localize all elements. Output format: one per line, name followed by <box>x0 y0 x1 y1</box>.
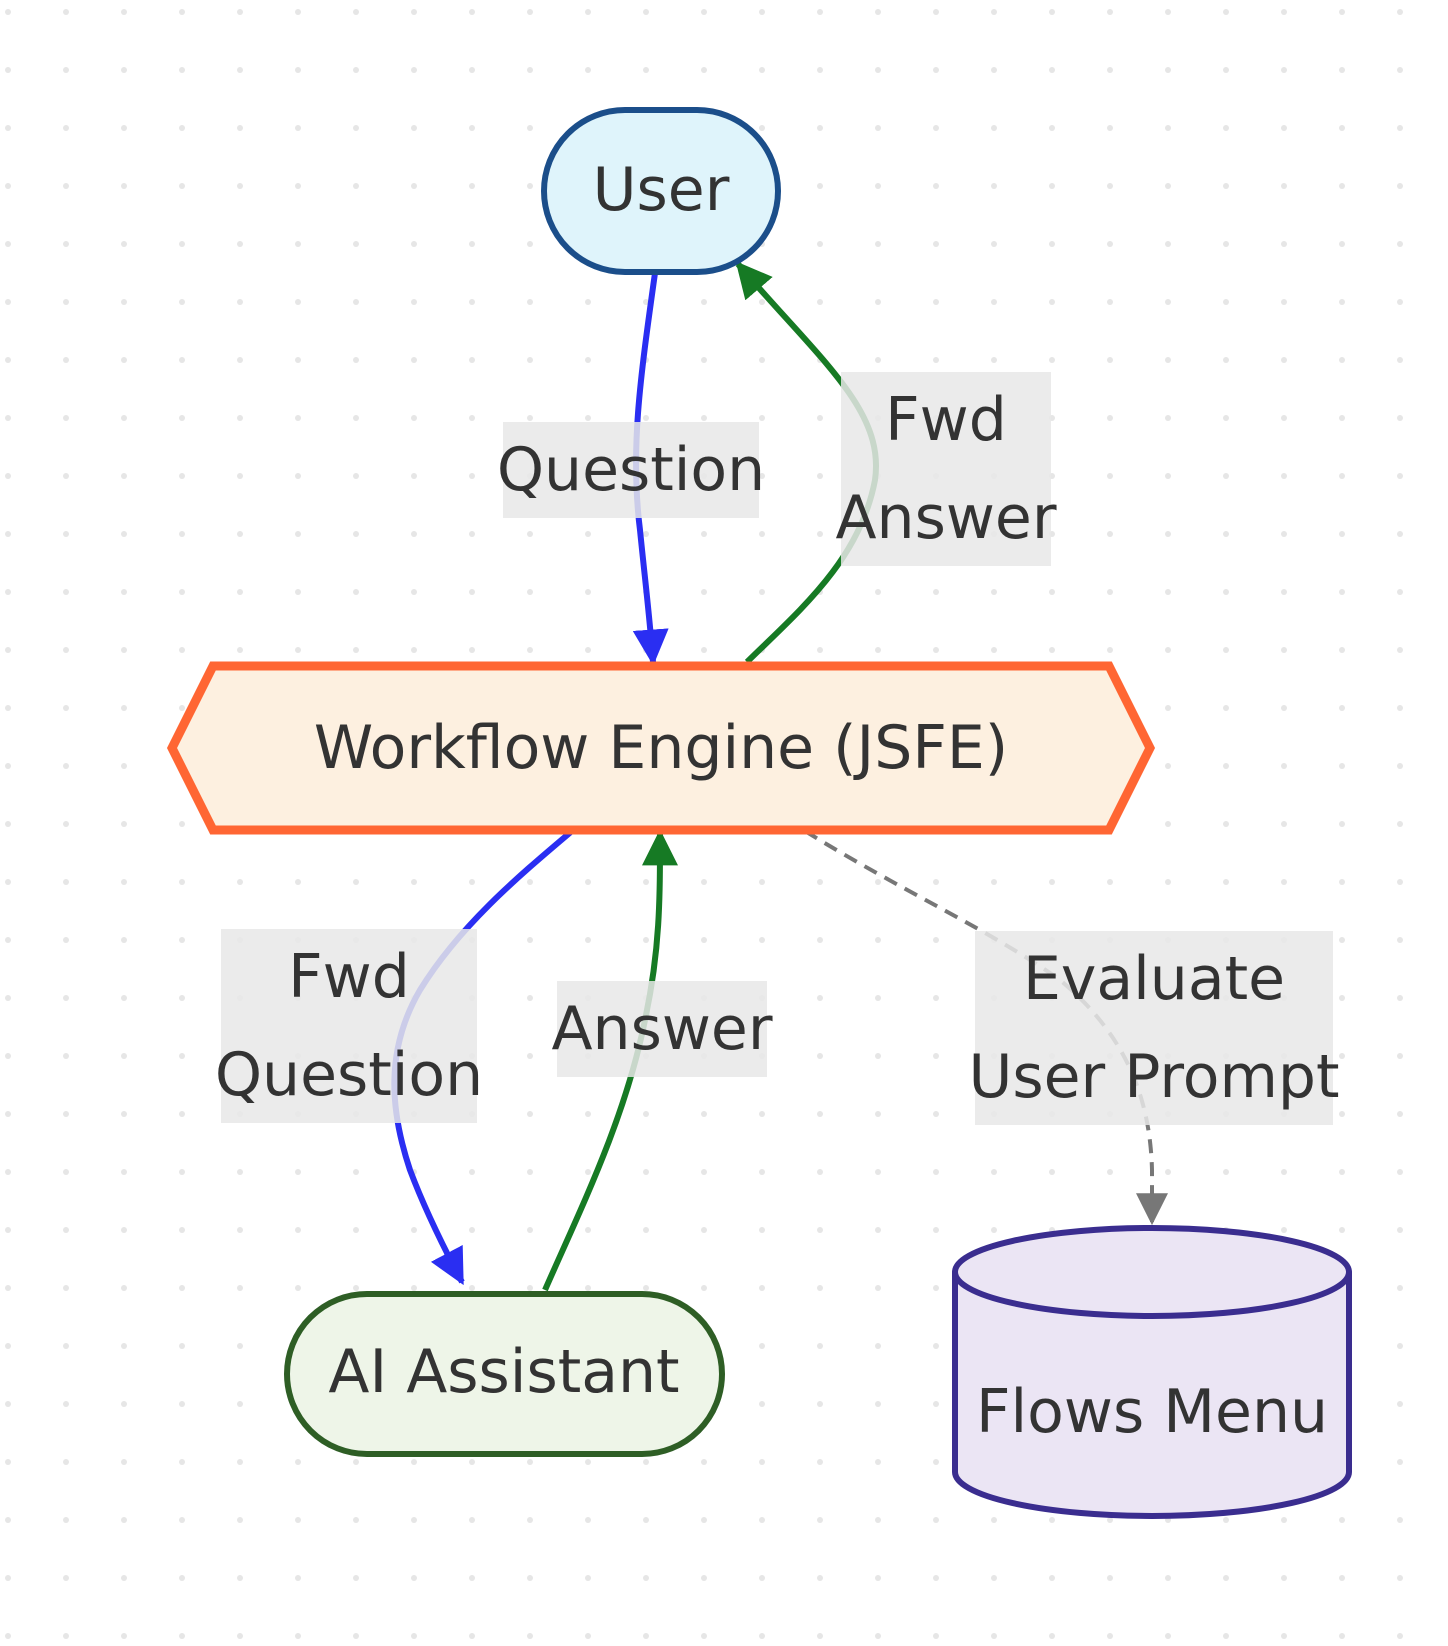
node-workflow-engine[interactable]: Workflow Engine (JSFE) <box>166 661 1156 835</box>
svg-text:User: User <box>593 155 730 225</box>
svg-text:Flows Menu: Flows Menu <box>976 1377 1328 1447</box>
svg-text:AI Assistant: AI Assistant <box>328 1337 679 1407</box>
edge-label-evaluate: Evaluate User Prompt <box>968 931 1340 1125</box>
node-user[interactable]: User <box>541 107 781 275</box>
edge-label-fwd-answer: Fwd Answer <box>836 372 1057 566</box>
svg-text:Question: Question <box>497 435 765 505</box>
edge-label-fwd-question: Fwd Question <box>215 929 483 1123</box>
edge-label-question: Question <box>497 422 765 518</box>
edge-label-answer: Answer <box>552 981 773 1077</box>
svg-text:Answer: Answer <box>836 483 1057 553</box>
svg-text:Answer: Answer <box>552 994 773 1064</box>
svg-text:Workflow Engine (JSFE): Workflow Engine (JSFE) <box>314 713 1008 783</box>
svg-text:Fwd: Fwd <box>885 385 1007 455</box>
svg-text:Question: Question <box>215 1040 483 1110</box>
svg-text:User Prompt: User Prompt <box>968 1042 1339 1112</box>
svg-text:Evaluate: Evaluate <box>1023 944 1285 1014</box>
node-flows-menu[interactable]: Flows Menu <box>952 1225 1352 1519</box>
svg-text:Fwd: Fwd <box>288 942 410 1012</box>
node-ai-assistant[interactable]: AI Assistant <box>284 1291 725 1457</box>
